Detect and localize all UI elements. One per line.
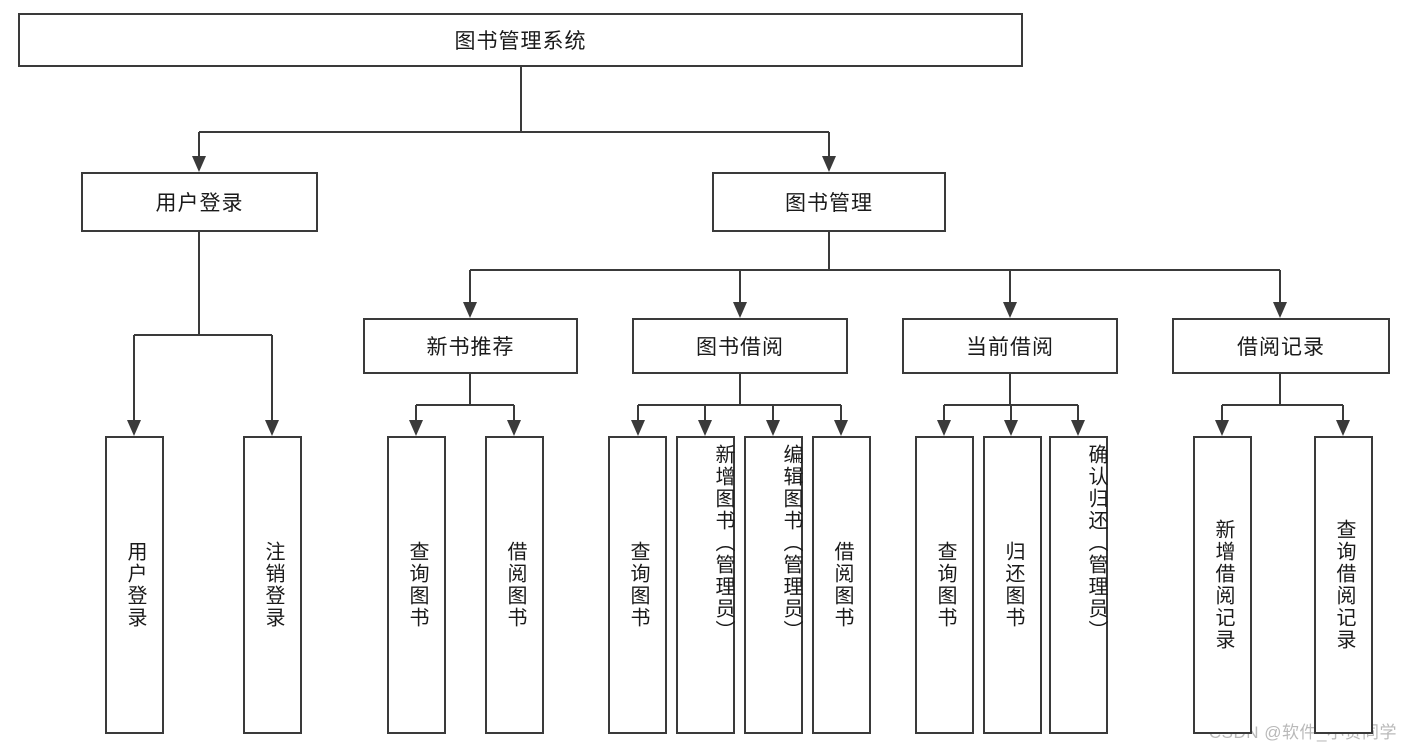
- arrow-head-icon: [127, 420, 141, 436]
- manage-bar: [470, 269, 1280, 271]
- node-leaf-10[interactable]: 确认归还（管理员）: [1049, 436, 1108, 734]
- group-2-drop-0: [943, 405, 945, 423]
- node-leaf-0-label: 用户登录: [124, 541, 146, 629]
- node-leaf-6[interactable]: 编辑图书（管理员）: [744, 436, 803, 734]
- arrow-head-icon: [698, 420, 712, 436]
- login-stem: [198, 232, 200, 335]
- node-leaf-9[interactable]: 归还图书: [983, 436, 1042, 734]
- node-leaf-2-label: 查询图书: [406, 541, 428, 629]
- group-1-drop-1: [704, 405, 706, 423]
- node-level3-2[interactable]: 当前借阅: [902, 318, 1118, 374]
- group-3-drop-0: [1221, 405, 1223, 423]
- arrow-head-icon: [507, 420, 521, 436]
- arrow-head-icon: [192, 156, 206, 172]
- node-level3-3-label: 借阅记录: [1237, 336, 1325, 359]
- arrow-head-icon: [733, 302, 747, 318]
- arrow-head-icon: [265, 420, 279, 436]
- arrow-head-icon: [1003, 302, 1017, 318]
- node-leaf-11[interactable]: 新增借阅记录: [1193, 436, 1252, 734]
- manage-drop-2: [1009, 270, 1011, 305]
- node-level2-1-label: 图书管理: [785, 192, 873, 215]
- node-level3-2-label: 当前借阅: [966, 336, 1054, 359]
- node-leaf-5[interactable]: 新增图书（管理员）: [676, 436, 735, 734]
- node-level3-0-label: 新书推荐: [426, 336, 515, 359]
- login-drop-0: [133, 335, 135, 423]
- login-drop-1: [271, 335, 273, 423]
- node-leaf-4-label: 查询图书: [627, 541, 649, 629]
- node-leaf-0[interactable]: 用户登录: [105, 436, 164, 734]
- group-2-stem: [1009, 374, 1011, 405]
- node-level2-0[interactable]: 用户登录: [81, 172, 318, 232]
- node-root[interactable]: 图书管理系统: [18, 13, 1023, 67]
- group-1-bar: [638, 404, 841, 406]
- manage-drop-3: [1279, 270, 1281, 305]
- root-bar: [199, 131, 829, 133]
- root-stem: [520, 67, 522, 132]
- arrow-head-icon: [822, 156, 836, 172]
- group-1-drop-2: [772, 405, 774, 423]
- node-leaf-3[interactable]: 借阅图书: [485, 436, 544, 734]
- group-0-bar: [416, 404, 514, 406]
- arrow-head-icon: [1215, 420, 1229, 436]
- root-drop-1: [828, 132, 830, 159]
- arrow-head-icon: [1004, 420, 1018, 436]
- node-leaf-3-label: 借阅图书: [504, 541, 526, 629]
- node-leaf-10-label: 确认归还（管理员）: [1085, 444, 1107, 642]
- group-2-drop-2: [1077, 405, 1079, 423]
- manage-stem: [828, 232, 830, 270]
- node-level2-1[interactable]: 图书管理: [712, 172, 946, 232]
- node-leaf-4[interactable]: 查询图书: [608, 436, 667, 734]
- node-leaf-5-label: 新增图书（管理员）: [712, 444, 734, 642]
- node-root-label: 图书管理系统: [454, 30, 587, 53]
- group-1-stem: [739, 374, 741, 405]
- arrow-head-icon: [1273, 302, 1287, 318]
- node-leaf-2[interactable]: 查询图书: [387, 436, 446, 734]
- manage-drop-1: [739, 270, 741, 305]
- node-leaf-8[interactable]: 查询图书: [915, 436, 974, 734]
- arrow-head-icon: [1336, 420, 1350, 436]
- node-leaf-9-label: 归还图书: [1002, 541, 1024, 629]
- arrow-head-icon: [766, 420, 780, 436]
- node-level3-1-label: 图书借阅: [696, 336, 784, 359]
- arrow-head-icon: [631, 420, 645, 436]
- arrow-head-icon: [463, 302, 477, 318]
- login-bar: [134, 334, 272, 336]
- group-3-bar: [1222, 404, 1343, 406]
- arrow-head-icon: [937, 420, 951, 436]
- node-leaf-8-label: 查询图书: [934, 541, 956, 629]
- node-level3-3[interactable]: 借阅记录: [1172, 318, 1390, 374]
- group-2-drop-1: [1010, 405, 1012, 423]
- group-3-stem: [1279, 374, 1281, 405]
- node-leaf-1-label: 注销登录: [262, 541, 284, 629]
- node-leaf-12-label: 查询借阅记录: [1333, 519, 1355, 651]
- node-level2-0-label: 用户登录: [155, 192, 244, 215]
- node-leaf-7-label: 借阅图书: [831, 541, 853, 629]
- node-leaf-11-label: 新增借阅记录: [1212, 519, 1234, 651]
- group-3-drop-1: [1342, 405, 1344, 423]
- node-leaf-12[interactable]: 查询借阅记录: [1314, 436, 1373, 734]
- group-0-drop-0: [415, 405, 417, 423]
- group-0-drop-1: [513, 405, 515, 423]
- group-1-drop-3: [840, 405, 842, 423]
- arrow-head-icon: [409, 420, 423, 436]
- node-level3-1[interactable]: 图书借阅: [632, 318, 848, 374]
- node-leaf-6-label: 编辑图书（管理员）: [780, 444, 802, 642]
- node-leaf-1[interactable]: 注销登录: [243, 436, 302, 734]
- group-0-stem: [469, 374, 471, 405]
- node-leaf-7[interactable]: 借阅图书: [812, 436, 871, 734]
- node-level3-0[interactable]: 新书推荐: [363, 318, 578, 374]
- arrow-head-icon: [1071, 420, 1085, 436]
- manage-drop-0: [469, 270, 471, 305]
- arrow-head-icon: [834, 420, 848, 436]
- group-1-drop-0: [637, 405, 639, 423]
- root-drop-0: [198, 132, 200, 159]
